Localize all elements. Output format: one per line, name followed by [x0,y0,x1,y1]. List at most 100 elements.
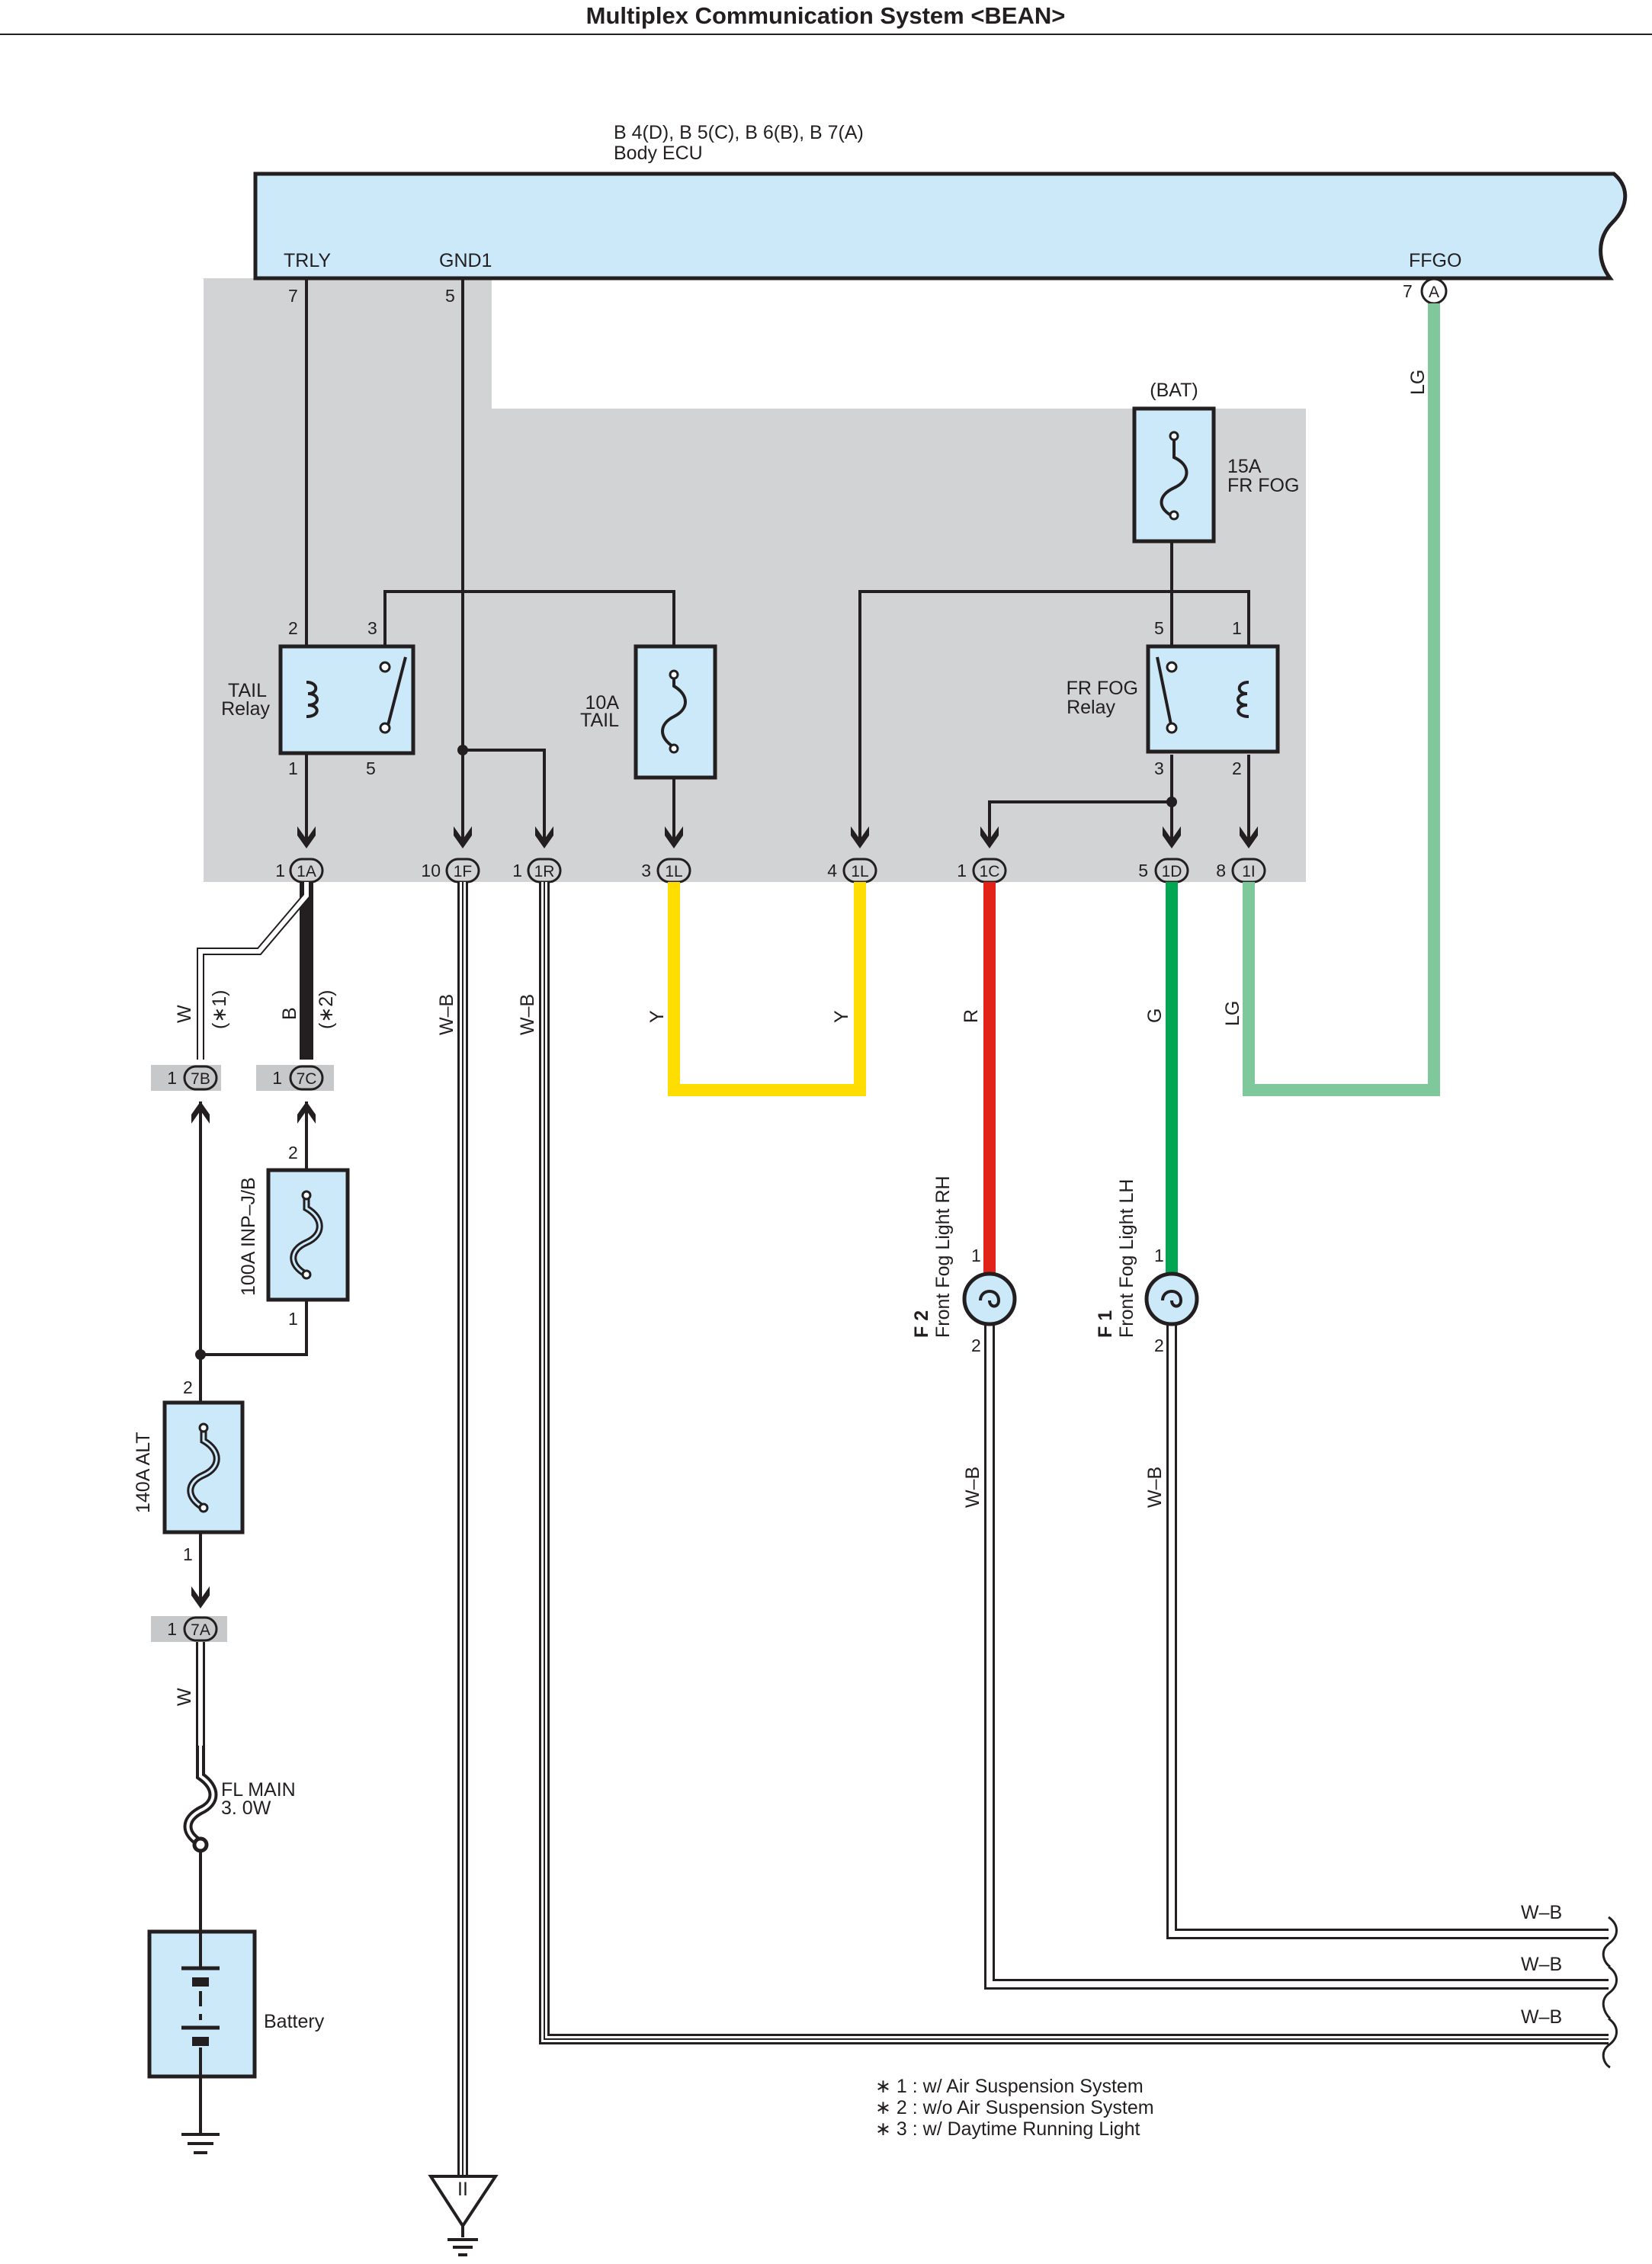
tail-relay-label-2: Relay [221,698,270,720]
inline-7b-id: 7B [191,1070,210,1088]
fl-main-term-bottom [192,1836,209,1853]
jc-1i-arrow [1240,826,1258,848]
footnote-3: ∗ 3 : w/ Daytime Running Light [875,2118,1140,2140]
frfog-relay-pin-5: 5 [1154,618,1164,638]
fuse-frfog-rating: 15A [1227,456,1262,477]
jc-1r-pin: 1 [512,861,522,880]
fuse-inp-term-bottom [301,1269,312,1280]
wire-label-wb-e3: W–B [1521,2006,1562,2028]
fuse-inp-pin-1: 1 [288,1309,298,1329]
wire-label-r: R [961,1009,982,1023]
frfog-relay-label-2: Relay [1067,697,1115,718]
fuse-tail-term-bottom [669,743,679,754]
tail-relay-coil [306,681,319,718]
tail-relay-pin-5: 5 [366,758,376,778]
ecu-pin-trly-num: 7 [288,286,298,306]
jc-1a-arrow [297,826,316,848]
wire-label-w-7a: W [174,1688,195,1706]
jc-1c-pin: 1 [957,861,967,880]
tail-relay-switch [386,656,407,729]
inline-7b-pill [183,1065,218,1091]
tail-relay-box [278,644,415,755]
jc-1c-arrow [980,826,999,848]
wire-label-wb-1f: W–B [436,994,457,1035]
jc-1a-pin: 1 [275,861,285,880]
wire-label-y-left: Y [646,1010,668,1023]
ecu-pin-ffgo-label: FFGO [1409,250,1461,271]
jc-1d-pin: 5 [1138,861,1148,880]
wire-label-wb-e1: W–B [1521,1902,1562,1923]
inline-7c-pin: 1 [272,1068,282,1088]
fog-rh-name: Front Fog Light RH [932,1175,954,1338]
fl-main-element-inner [186,1746,215,1845]
jc-1c-id: 1C [980,863,1000,880]
fuse-inp-term-top [301,1190,312,1201]
wire-label-lg-ecu: LG [1407,370,1429,395]
tail-relay-pin-2: 2 [288,618,298,638]
jc-1r-arrow [535,826,553,848]
frfog-relay-contact-bottom [1166,722,1178,734]
fl-main-label-2: 3. 0W [221,1797,271,1819]
frfog-relay-coil [1237,681,1249,718]
wire-yellow [668,882,866,1096]
frfog-relay-pin-3: 3 [1154,758,1164,778]
frfog-relay-pin-2: 2 [1232,758,1242,778]
wire-w-1 [197,882,310,1060]
fuse-frfog-name: FR FOG [1227,475,1299,496]
wire-label-lg-1i: LG [1222,1001,1243,1026]
footnote-1: ∗ 1 : w/ Air Suspension System [875,2076,1144,2097]
wire-label-y-right: Y [831,1010,852,1023]
jc-1d: 1D 5 [1138,826,1189,883]
wire-label-wb-lh: W–B [1144,1467,1166,1508]
ground-lines [447,2226,478,2256]
page-title: Multiplex Communication System <BEAN> [586,2,1066,29]
fuse-alt-pin-1: 1 [183,1544,193,1564]
wire-label-note1: (∗1) [209,989,230,1029]
jc-1l-3-pin: 3 [641,861,651,880]
fuse-alt-element-inner [189,1428,218,1509]
fuse-frfog-term-top [1169,431,1179,441]
inline-7a-pin: 1 [167,1619,177,1639]
fuse-frfog-term-bottom [1169,510,1179,521]
fuse-alt-term-top [198,1422,209,1433]
jc-1l-3-id: 1L [665,863,682,880]
wire-label-g: G [1144,1009,1166,1023]
ecu-pin-gnd1-label: GND1 [439,250,492,271]
fuse-tail-name: TAIL [580,710,619,731]
tail-relay-pin-1: 1 [288,758,298,778]
jc-1d-arrow [1163,826,1181,848]
ecu-pin-gnd1-num: 5 [445,286,455,306]
wire-lg [1243,303,1440,1096]
inline-7b-pin: 1 [167,1068,177,1088]
fog-rh-code: F 2 [911,1310,932,1338]
fuse-inp-box [266,1168,350,1302]
jc-1f: 1F 10 [421,826,480,883]
jc-1l-4: 1L 4 [827,826,877,883]
jc-1a: 1A 1 [275,826,324,883]
frfog-relay-switch [1156,656,1173,729]
fuse-alt-pin-2: 2 [183,1377,193,1397]
frfog-relay-label-1: FR FOG [1067,678,1138,699]
fuse-alt-term-bottom [198,1502,209,1513]
wire-label-wb-e2: W–B [1521,1954,1562,1975]
jc-1i: 1I 8 [1216,826,1266,883]
battery-ground [181,2076,220,2154]
ground-mark: II [457,2179,468,2200]
ecu-connector-a-label: A [1429,284,1439,301]
fuse-frfog-box [1132,406,1216,544]
jc-1i-pin: 8 [1216,861,1226,880]
fuse-inp-pin-2: 2 [288,1143,298,1162]
inline-7a-id: 7A [191,1621,210,1639]
tail-relay-contact-top [379,661,391,673]
jc-1f-id: 1F [454,863,473,880]
jc-1l-3: 1L 3 [641,826,691,883]
fog-lh-pin-2: 2 [1154,1336,1164,1355]
junction-block [204,278,1306,882]
ecu-pin-ffgo-num: 7 [1403,281,1413,301]
inline-7a-arrow [191,1586,210,1608]
wire-wb-lh [1166,1323,1609,1939]
fog-lh-pin-1: 1 [1154,1246,1164,1265]
fuse-tail-element [661,675,687,749]
ground-triangle [428,2175,499,2229]
jc-1d-id: 1D [1162,863,1182,880]
